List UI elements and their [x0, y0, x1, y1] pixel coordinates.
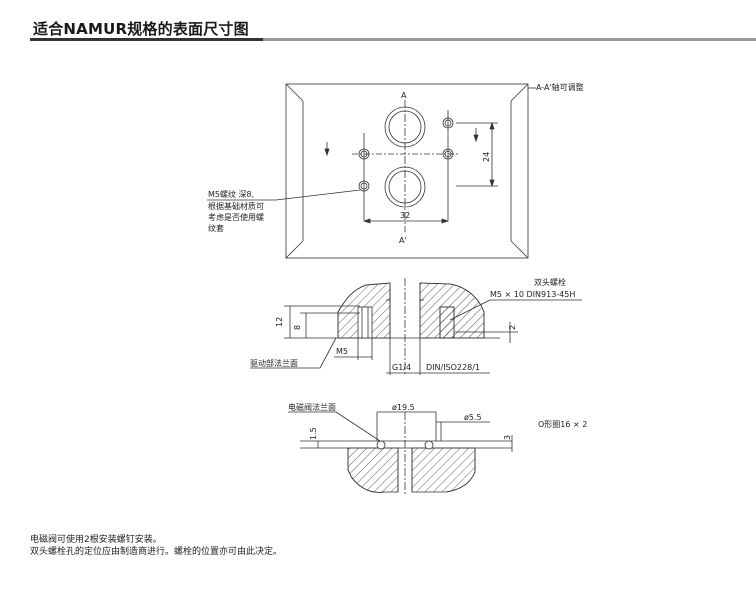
dim-24: 24: [482, 152, 491, 162]
solenoid-flange-label: 电磁阀法兰面: [288, 402, 336, 412]
note-line-2: 双头螺栓孔的定位应由制造商进行。螺栓的位置亦可由此决定。: [30, 547, 283, 557]
dim-8: 8: [293, 325, 302, 330]
chamfer-tr: [510, 83, 529, 102]
thread-note-leader: [275, 189, 361, 201]
chamfer-tl: [285, 83, 304, 102]
title-underline: [30, 38, 263, 41]
thread-note-line3: 考虑是否使用螺: [208, 212, 264, 222]
label-a-prime: A': [399, 236, 407, 245]
chamfer-br: [510, 240, 529, 259]
stud-label: 双头螺栓: [534, 277, 566, 287]
page-title: 适合NAMUR规格的表面尺寸图: [33, 20, 249, 38]
label-a: A: [401, 91, 407, 100]
port-upper: [384, 106, 426, 148]
chamfer-bl: [285, 240, 304, 259]
thread-note-line2: 根据基础材质可: [208, 201, 264, 211]
axis-note: A-A'轴可调整: [536, 82, 584, 92]
dim-1-5: 1.5: [309, 427, 318, 440]
dim-3: 3: [503, 435, 512, 440]
actuator-flange-label: 驱动部法兰面: [250, 358, 298, 368]
g14-label: G1/4: [392, 363, 411, 372]
top-view: [207, 83, 536, 259]
solenoid-view: [288, 411, 513, 495]
flange-outline: [285, 83, 529, 259]
thread-note-line4: 纹套: [208, 223, 224, 233]
dia-5-5: ø5.5: [464, 413, 482, 422]
title-rule: [263, 38, 756, 41]
dim-12: 12: [275, 317, 284, 327]
dim-32: 32: [400, 211, 410, 220]
stud-spec: M5 × 10 DIN913-45H: [490, 290, 575, 299]
oring-label: O形圈16 × 2: [538, 420, 587, 429]
m5-label: M5: [336, 347, 348, 356]
section-view: [250, 278, 582, 375]
port-lower: [384, 166, 426, 208]
din-label: DIN/ISO228/1: [426, 363, 480, 372]
note-line-1: 电磁阀可使用2根安装螺钉安装。: [30, 535, 162, 545]
dim-2: 2: [508, 325, 517, 330]
dia-19-5: ø19.5: [392, 403, 415, 412]
thread-note-line1: M5螺纹 深8,: [208, 189, 254, 199]
